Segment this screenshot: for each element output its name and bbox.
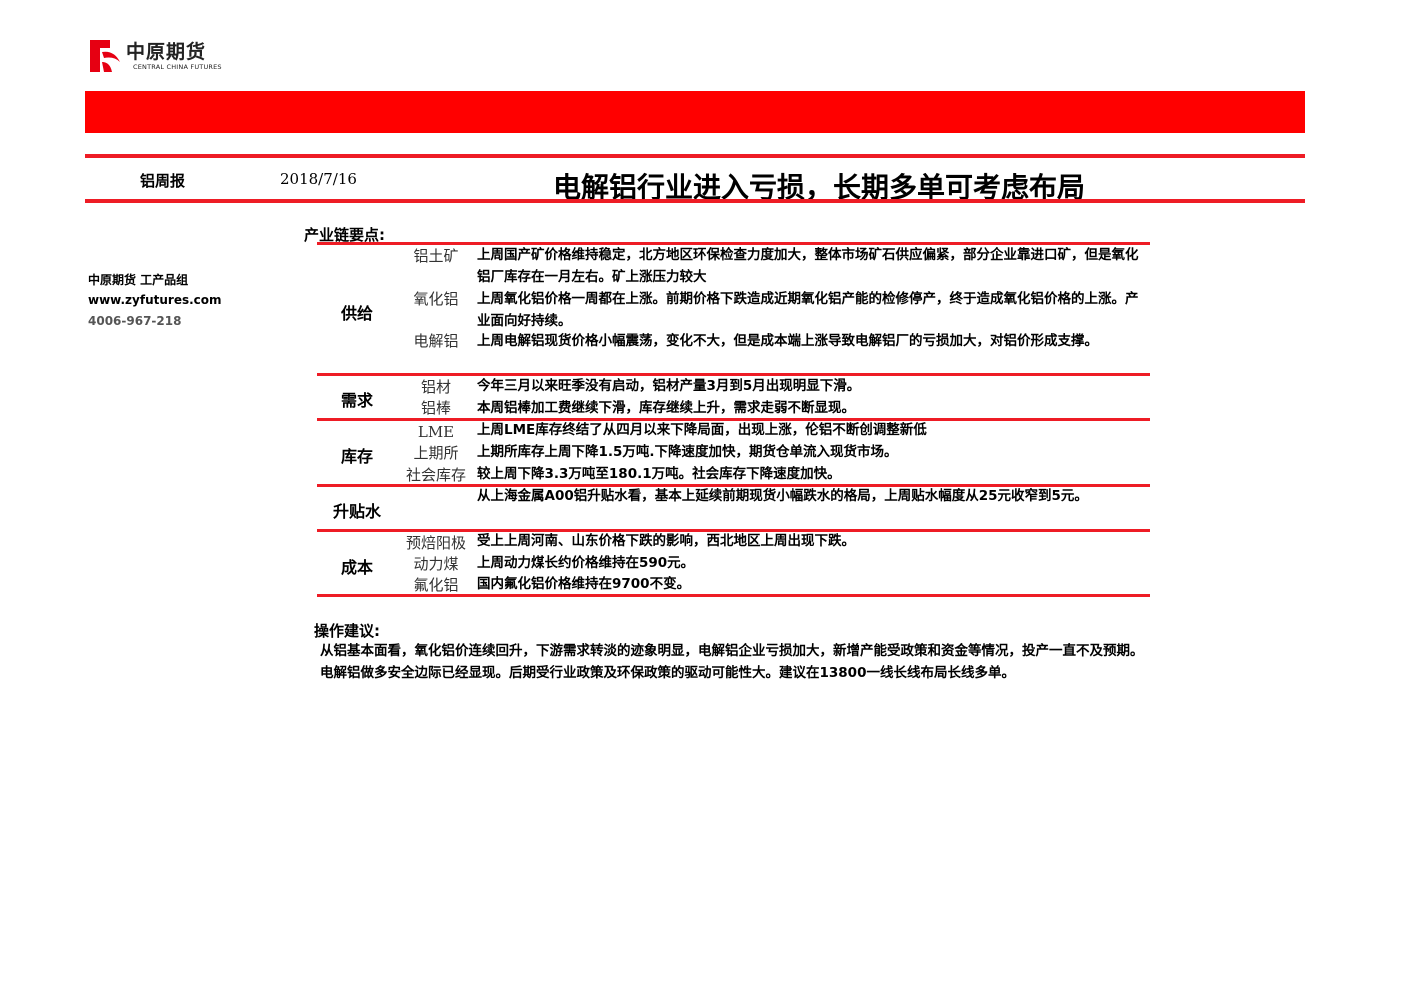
category-cost: 成本 [340, 558, 373, 577]
table-rule [317, 594, 1150, 597]
advice-title: 操作建议: [314, 622, 380, 640]
item-name-social-inventory: 社会库存 [405, 466, 466, 484]
item-name-bauxite: 铝土矿 [413, 247, 459, 265]
logo-mark-icon [90, 40, 120, 72]
sidebar-website[interactable]: www.zyfutures.com [88, 293, 222, 307]
category-inventory: 库存 [340, 447, 373, 466]
header-top-rule [85, 154, 1305, 158]
category-supply: 供给 [340, 304, 373, 323]
item-name-aluminum-profile: 铝材 [420, 378, 451, 396]
table-rule [317, 529, 1150, 532]
logo-name-en: CENTRAL CHINA FUTURES [133, 63, 222, 71]
table-rule [317, 484, 1150, 487]
item-text-aluminum-rod: 本周铝棒加工费继续下滑，库存继续上升，需求走弱不断显现。 [477, 400, 855, 416]
item-name-electrolytic-aluminum: 电解铝 [413, 332, 459, 350]
chain-section-title: 产业链要点: [304, 226, 385, 244]
item-name-lme: LME [417, 423, 455, 441]
item-name-aluminum-rod: 铝棒 [420, 399, 451, 417]
report-headline: 电解铝行业进入亏损，长期多单可考虑布局 [553, 171, 1086, 204]
logo-name-cn: 中原期货 [126, 41, 207, 63]
item-text-shfe: 上期所库存上周下降1.5万吨.下降速度加快，期货仓单流入现货市场。 [477, 444, 898, 460]
item-text-social-inventory: 较上周下降3.3万吨至180.1万吨。社会库存下降速度加快。 [477, 466, 841, 482]
item-name-shfe: 上期所 [413, 444, 459, 462]
company-logo: 中原期货 CENTRAL CHINA FUTURES [88, 36, 238, 76]
item-name-aluminum-fluoride: 氟化铝 [413, 576, 459, 594]
report-date: 2018/7/16 [280, 170, 357, 188]
item-text-electrolytic-aluminum: 上周电解铝现货价格小幅震荡，变化不大，但是成本端上涨导致电解铝厂的亏损加大，对铝… [477, 333, 1098, 349]
table-rule [317, 373, 1150, 376]
category-basis: 升贴水 [332, 502, 381, 521]
header-banner [85, 91, 1305, 133]
advice-text: 从铝基本面看，氧化铝价连续回升，下游需求转淡的迹象明显，电解铝企业亏损加大，新增… [320, 643, 1144, 681]
sidebar-company: 中原期货 工产品组 [88, 273, 189, 287]
item-text-basis: 从上海金属A00铝升贴水看，基本上延续前期现货小幅跌水的格局，上周贴水幅度从25… [477, 488, 1088, 504]
table-rule [317, 418, 1150, 421]
item-text-prebaked-anode: 受上上周河南、山东价格下跌的影响，西北地区上周出现下跌。 [477, 533, 855, 549]
item-name-alumina: 氧化铝 [413, 290, 459, 308]
report-name: 铝周报 [139, 172, 185, 190]
header-bottom-rule [85, 199, 1305, 203]
category-demand: 需求 [340, 391, 373, 410]
item-name-thermal-coal: 动力煤 [413, 555, 459, 573]
item-text-aluminum-profile: 今年三月以来旺季没有启动，铝材产量3月到5月出现明显下滑。 [477, 378, 861, 394]
item-text-lme: 上周LME库存终结了从四月以来下降局面，出现上涨，伦铝不断创调整新低 [477, 422, 927, 438]
item-text-alumina: 上周氧化铝价格一周都在上涨。前期价格下跌造成近期氧化铝产能的检修停产，终于造成氧… [477, 291, 1139, 329]
item-text-bauxite: 上周国产矿价格维持稳定，北方地区环保检查力度加大，整体市场矿石供应偏紧，部分企业… [477, 247, 1139, 285]
table-rule [317, 242, 1150, 245]
item-text-aluminum-fluoride: 国内氟化铝价格维持在9700不变。 [477, 576, 691, 592]
item-name-prebaked-anode: 预焙阳极 [405, 534, 466, 552]
item-text-thermal-coal: 上周动力煤长约价格维持在590元。 [477, 555, 695, 571]
sidebar-phone: 4006-967-218 [88, 314, 182, 328]
